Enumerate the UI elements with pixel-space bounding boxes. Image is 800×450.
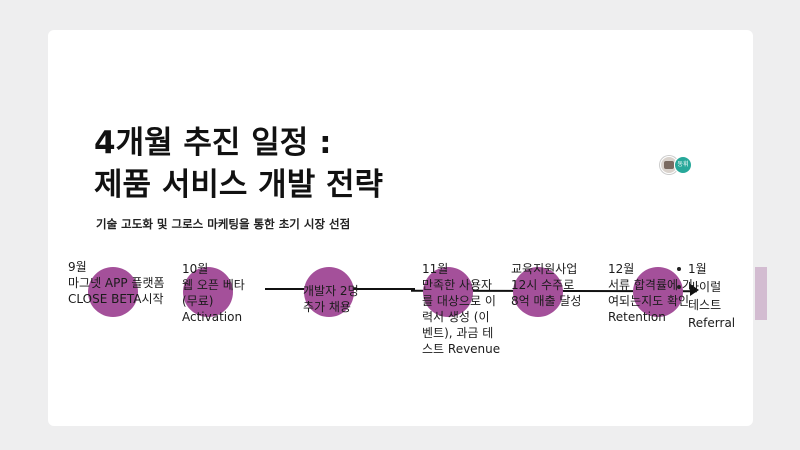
- milestone-marker-6[interactable]: [633, 267, 683, 317]
- milestone-label-3[interactable]: 개발자 2명 추가 채용: [303, 284, 359, 314]
- milestone-marker-4[interactable]: [423, 267, 473, 317]
- offslide-marker-edge: [755, 267, 767, 320]
- collaborator-avatar-badge[interactable]: 동휘: [674, 156, 692, 174]
- milestone-marker-5[interactable]: [513, 267, 563, 317]
- timeline-arrow-icon: [690, 284, 699, 296]
- slide-subtitle[interactable]: 기술 고도화 및 그로스 마케팅을 통한 초기 시장 선점: [96, 217, 351, 231]
- bullet-item-1: 1월: [676, 260, 736, 278]
- milestone-label-2[interactable]: 10월 웹 오픈 베타 (무료) Activation: [182, 262, 245, 324]
- title-line-1: 4개월 추진 일정 :: [94, 125, 332, 161]
- bullet-item-2: 바이럴: [676, 278, 736, 296]
- milestone-label-5[interactable]: 교육지원사업 12시 수주로 8억 매출 달성: [511, 262, 582, 308]
- slide-title[interactable]: 4개월 추진 일정 : 제품 서비스 개발 전략: [94, 122, 383, 206]
- bullet-item-2-cont-2: Referral: [688, 316, 736, 330]
- slide-canvas: 4개월 추진 일정 : 제품 서비스 개발 전략 기술 고도화 및 그로스 마케…: [48, 30, 753, 426]
- milestone-marker-1[interactable]: [88, 267, 138, 317]
- milestone-marker-3[interactable]: [304, 267, 354, 317]
- milestone-marker-2[interactable]: [183, 267, 233, 317]
- milestone-bullet-list[interactable]: 1월 바이럴 테스트 Referral: [676, 260, 736, 332]
- title-line-2: 제품 서비스 개발 전략: [94, 167, 384, 203]
- milestone-label-6[interactable]: 12월 서류 합격률에 기 여되는지도 확인 Retention: [608, 262, 693, 324]
- milestone-label-4[interactable]: 11월 만족한 사용자 를 대상으로 이 력서 생성 (이 벤트), 과금 테 …: [422, 262, 501, 356]
- milestone-label-1[interactable]: 9월 마그넷 APP 플랫폼 CLOSE BETA시작: [68, 260, 165, 306]
- bullet-item-2-cont-1: 테스트: [688, 298, 722, 312]
